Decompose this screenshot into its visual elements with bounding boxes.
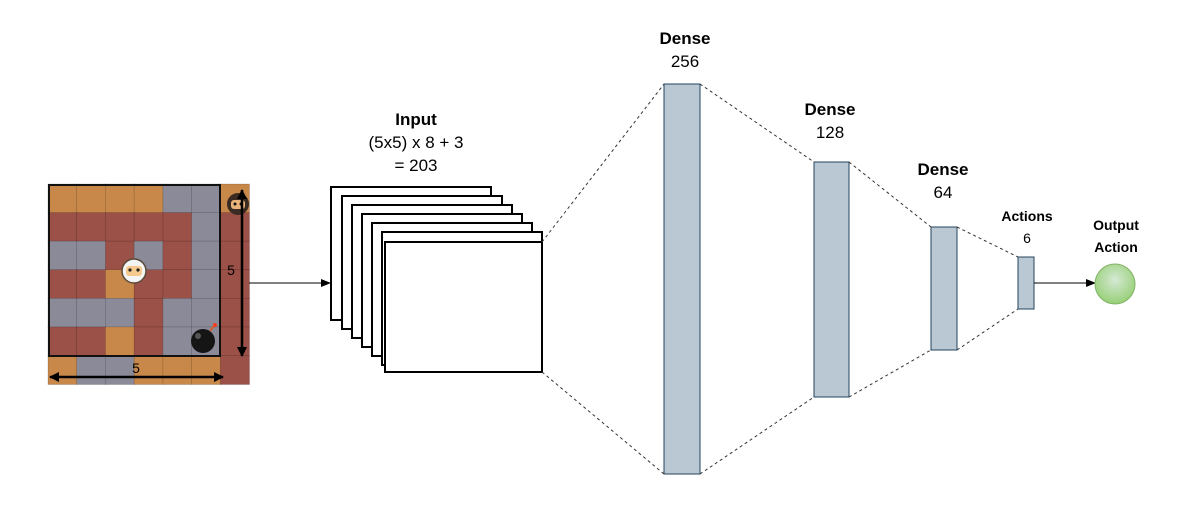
game-tile [105, 355, 135, 385]
game-tile [76, 326, 107, 357]
actions-units: 6 [1023, 230, 1031, 246]
game-tile [162, 183, 193, 214]
game-tile [162, 212, 193, 243]
game-tile [191, 297, 222, 328]
input-formula: (5x5) x 8 + 3 [369, 133, 464, 152]
bomb-sprite [191, 323, 217, 353]
dense-128-layer [813, 161, 850, 398]
game-tile [220, 297, 250, 328]
game-tile [105, 183, 135, 214]
game-tile [220, 212, 250, 243]
game-tile [76, 212, 107, 243]
game-tile [191, 212, 222, 243]
game-tile [162, 326, 193, 357]
dense-128-units: 128 [816, 123, 844, 142]
game-tile [47, 212, 78, 243]
game-view-image: 5 5 [47, 183, 250, 385]
game-tile [133, 183, 164, 214]
dense-256-units: 256 [671, 52, 699, 71]
player-sprite [121, 258, 147, 284]
game-tile [76, 240, 107, 271]
game-tile [133, 297, 164, 328]
dense-256-name: Dense [659, 29, 710, 48]
game-tile [47, 297, 78, 328]
connector-lines [541, 83, 1019, 475]
input-feature-stack [330, 186, 543, 373]
output-action-node [1094, 263, 1136, 305]
game-tile [191, 269, 222, 300]
game-tile [76, 355, 107, 385]
game-tile [105, 297, 135, 328]
grid-width-label: 5 [132, 360, 140, 376]
dense-64-name: Dense [917, 160, 968, 179]
game-tile [76, 297, 107, 328]
game-tile [162, 269, 193, 300]
game-tile [133, 326, 164, 357]
game-tile [133, 355, 164, 385]
game-tile [220, 355, 250, 385]
game-tile [76, 183, 107, 214]
game-tile [47, 326, 78, 357]
game-tile [133, 212, 164, 243]
game-tile [162, 355, 193, 385]
input-front-layer [384, 241, 543, 373]
game-tile [191, 183, 222, 214]
game-tile [220, 326, 250, 357]
game-tile [105, 326, 135, 357]
dense-64-units: 64 [934, 183, 953, 202]
view-window-outline [48, 184, 221, 357]
dense-256-layer [663, 83, 701, 475]
actions-name: Actions [1001, 208, 1053, 224]
game-tile [191, 355, 222, 385]
game-tile [47, 355, 78, 385]
enemy-sprite [227, 193, 249, 215]
game-tile [76, 269, 107, 300]
input-title: Input [395, 110, 437, 129]
actions-layer [1017, 256, 1035, 310]
grid-height-label: 5 [227, 262, 235, 278]
game-tile [47, 240, 78, 271]
output-label-line1: Output [1093, 217, 1139, 233]
input-result: = 203 [394, 156, 437, 175]
output-label-line2: Action [1094, 239, 1138, 255]
game-tile [162, 297, 193, 328]
game-tile [162, 240, 193, 271]
dense-128-name: Dense [804, 100, 855, 119]
game-tile [220, 240, 250, 271]
game-tile [191, 240, 222, 271]
game-tile [47, 269, 78, 300]
game-tile [105, 212, 135, 243]
dense-64-layer [930, 226, 958, 351]
game-tile [47, 183, 78, 214]
